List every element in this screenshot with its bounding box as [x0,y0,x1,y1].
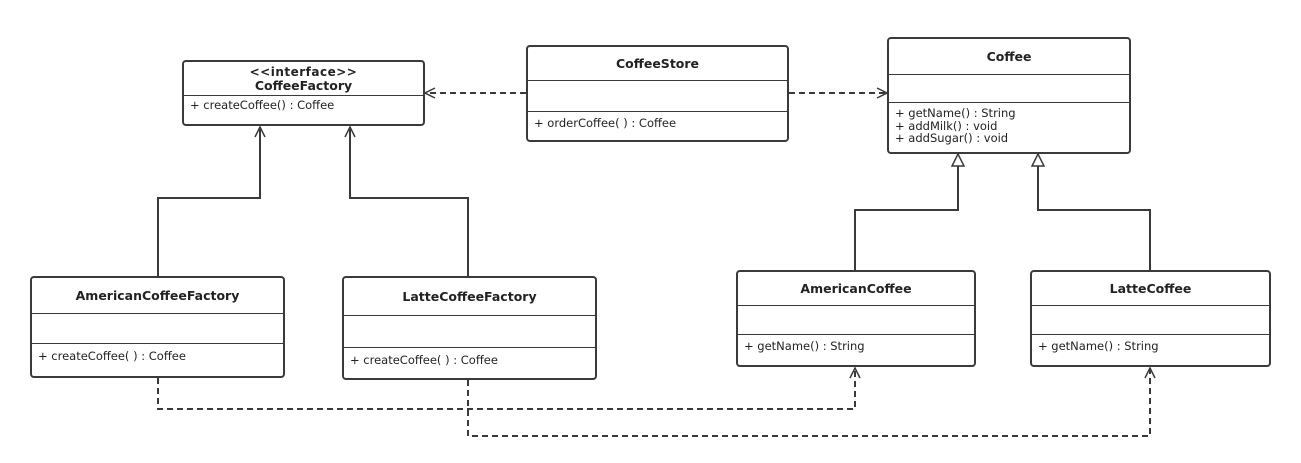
method: + createCoffee( ) : Coffee [350,353,498,367]
realization-latte-factory [350,127,469,276]
coffee-store-class[interactable]: CoffeeStore + orderCoffee( ) : Coffee [526,45,789,142]
method: + addMilk() : void [895,118,998,133]
class-name: CoffeeStore [615,55,700,71]
class-name: LatteCoffee [1109,280,1192,296]
class-header: Coffee [889,39,1129,75]
class-name: AmericanCoffeeFactory [75,287,240,303]
class-header: LatteCoffeeFactory [344,278,595,316]
class-header: <<interface>> CoffeeFactory [184,62,423,96]
american-coffee-class[interactable]: AmericanCoffee + getName() : String [736,270,976,367]
latte-coffee-factory-class[interactable]: LatteCoffeeFactory + createCoffee( ) : C… [342,276,597,380]
class-methods: + getName() : String [1032,335,1269,353]
interface-stereotype: <<interface>> [249,64,358,79]
dependency-latte-factory-creates [467,368,1150,437]
class-attributes [32,314,283,344]
class-header: AmericanCoffeeFactory [32,278,283,314]
coffee-class[interactable]: Coffee + getName() : String + addMilk() … [887,37,1131,154]
class-header: CoffeeStore [528,47,787,81]
inheritance-american-coffee [854,154,958,270]
latte-coffee-class[interactable]: LatteCoffee + getName() : String [1030,270,1271,367]
method: + getName() : String [895,106,1016,120]
class-methods: + orderCoffee( ) : Coffee [528,112,787,130]
class-header: LatteCoffee [1032,272,1269,306]
class-attributes [738,306,974,335]
class-header: AmericanCoffee [738,272,974,306]
class-attributes [344,316,595,348]
dependency-american-factory-creates [157,368,855,410]
method: + orderCoffee( ) : Coffee [534,116,677,130]
coffee-factory-class[interactable]: <<interface>> CoffeeFactory + createCoff… [182,60,425,126]
class-name: Coffee [986,48,1032,64]
class-name: CoffeeFactory [254,77,353,93]
class-methods: + getName() : String [738,335,974,353]
class-methods: + createCoffee( ) : Coffee [344,348,595,367]
class-attributes [528,81,787,112]
method: + getName() : String [744,339,865,353]
class-name: LatteCoffeeFactory [402,288,537,304]
class-attributes [889,75,1129,103]
method: + getName() : String [1038,339,1159,353]
realization-american-factory [157,127,260,276]
method: + createCoffee() : Coffee [190,98,335,112]
method: + createCoffee( ) : Coffee [38,349,186,363]
class-methods: + createCoffee( ) : Coffee [32,344,283,363]
method: + addSugar() : void [895,131,1009,145]
class-attributes [1032,306,1269,335]
class-methods: + createCoffee() : Coffee [184,96,423,112]
inheritance-latte-coffee [1038,154,1151,270]
class-methods: + getName() : String + addMilk() : void … [889,103,1129,145]
class-name: AmericanCoffee [800,280,912,296]
american-coffee-factory-class[interactable]: AmericanCoffeeFactory + createCoffee( ) … [30,276,285,378]
